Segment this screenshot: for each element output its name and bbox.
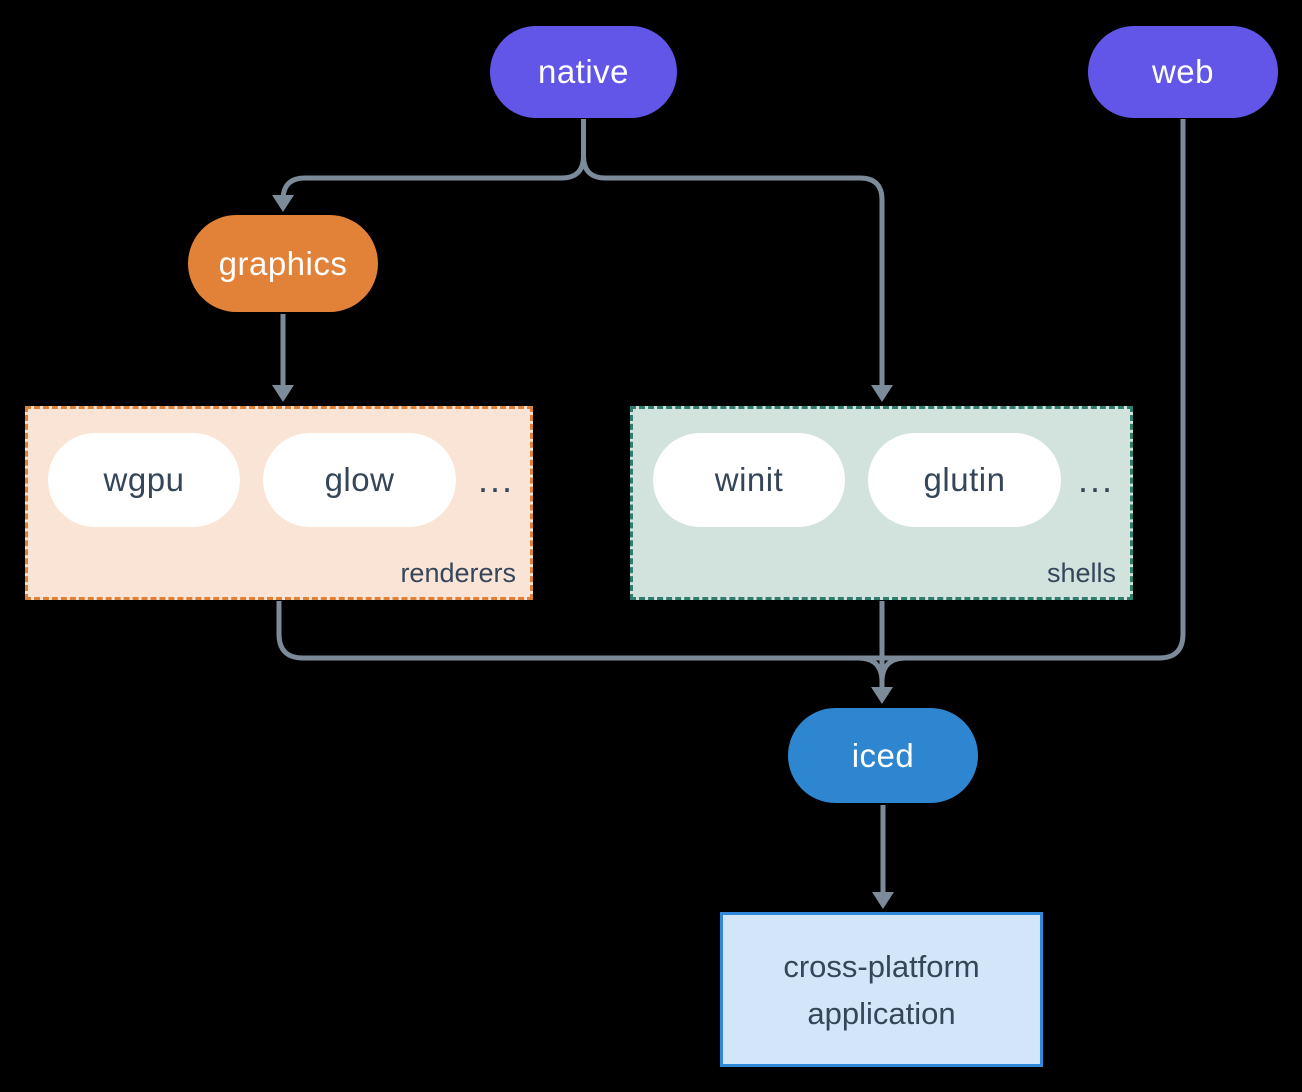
- group-renderers: wgpu glow ... renderers: [25, 406, 533, 600]
- arrowhead-iced: [871, 687, 893, 704]
- node-web-label: web: [1151, 53, 1215, 90]
- node-glow: glow: [263, 433, 456, 527]
- shells-group-label: shells: [1046, 558, 1116, 588]
- node-iced: iced: [788, 708, 978, 803]
- arrowhead-renderers: [272, 385, 294, 402]
- arrowhead-shells: [871, 385, 893, 402]
- edge-renderers-to-merge: [276, 601, 882, 661]
- application-label-line2: application: [807, 995, 956, 1031]
- merge-flare-left: [857, 655, 885, 683]
- node-cross-platform-application: cross-platform application: [720, 912, 1043, 1067]
- node-graphics: graphics: [188, 215, 378, 312]
- node-winit: winit: [653, 433, 845, 527]
- node-wgpu-label: wgpu: [103, 461, 185, 498]
- renderers-ellipsis: ...: [477, 459, 514, 500]
- node-wgpu: wgpu: [48, 433, 240, 527]
- renderers-group-label: renderers: [400, 558, 516, 588]
- edge-native-to-graphics: [280, 119, 586, 201]
- node-native: native: [490, 26, 677, 118]
- node-glutin-label: glutin: [923, 461, 1006, 498]
- node-web: web: [1088, 26, 1278, 118]
- node-graphics-label: graphics: [218, 244, 348, 282]
- node-winit-label: winit: [714, 461, 784, 498]
- node-native-label: native: [537, 53, 630, 90]
- group-shells: winit glutin ... shells: [630, 406, 1133, 600]
- merge-flare-right: [879, 655, 907, 683]
- shells-ellipsis: ...: [1077, 459, 1114, 500]
- application-label-line1: cross-platform: [783, 948, 980, 984]
- arrowhead-application: [872, 892, 894, 909]
- node-iced-label: iced: [851, 736, 915, 774]
- node-glow-label: glow: [324, 461, 395, 498]
- arrowhead-graphics: [272, 195, 294, 212]
- node-glutin: glutin: [868, 433, 1061, 527]
- edge-native-to-shells: [581, 119, 885, 385]
